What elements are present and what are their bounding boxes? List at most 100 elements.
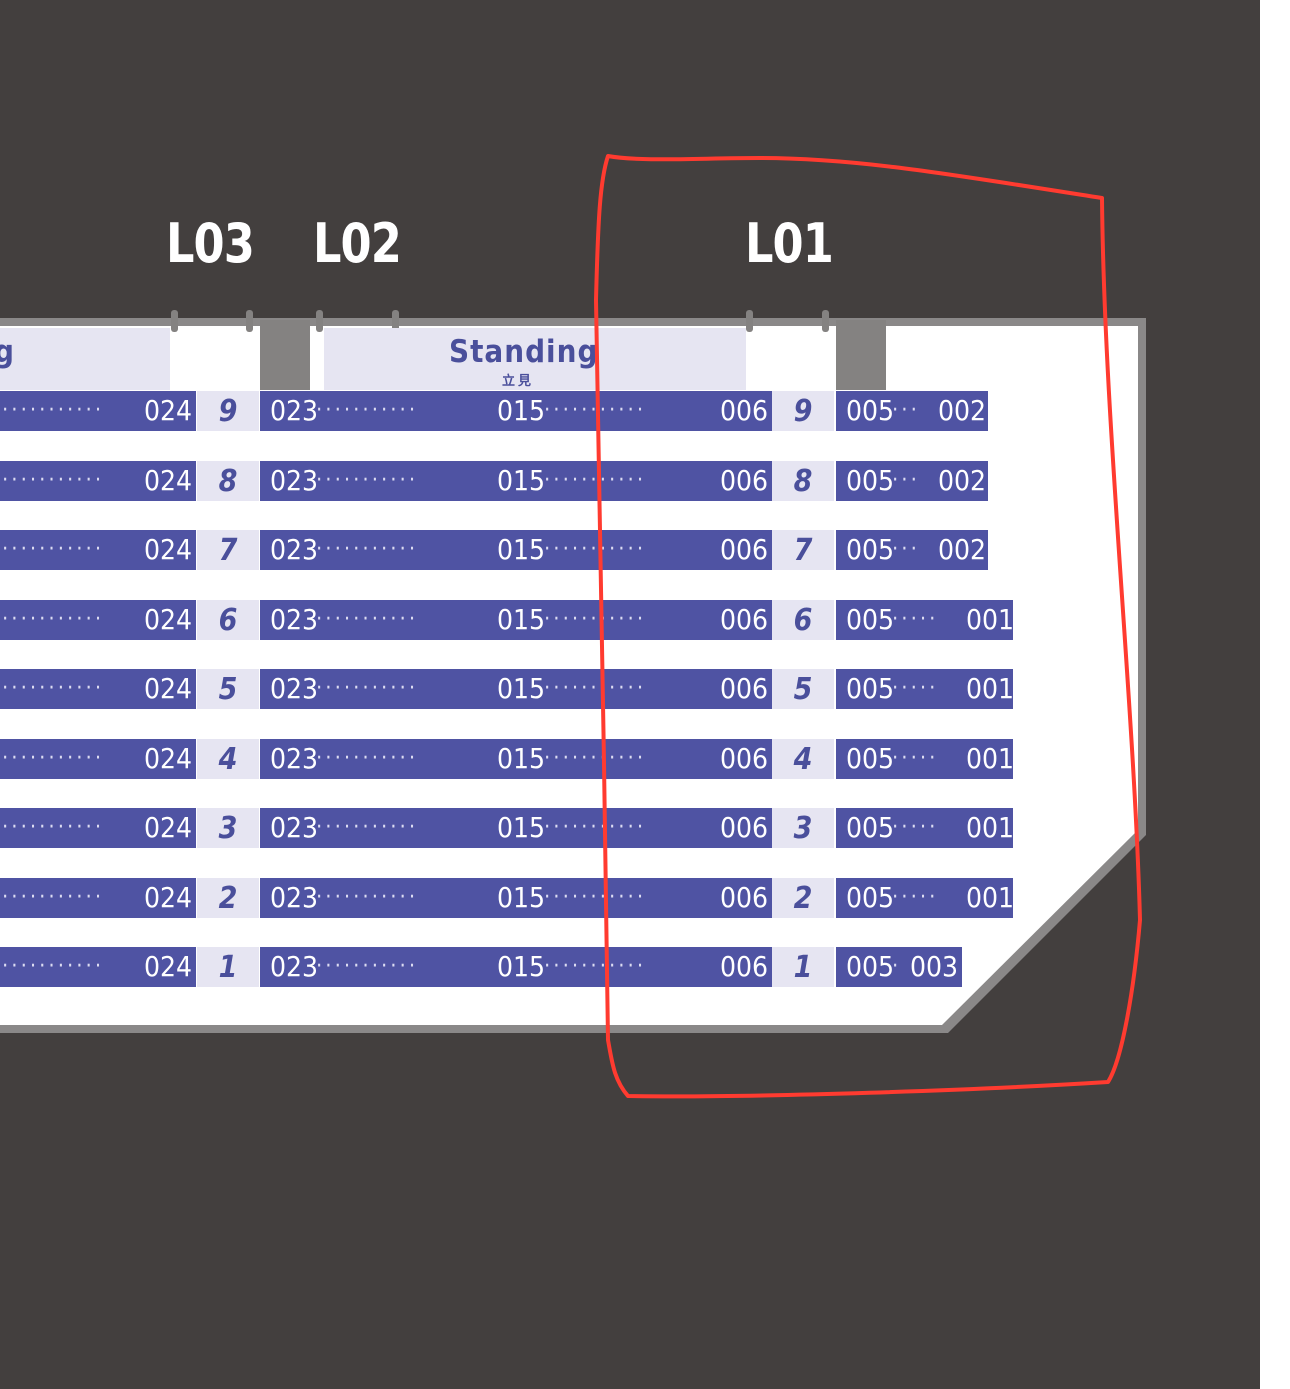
seat-dots: ··········· [316, 885, 419, 910]
seat-block-center: 023···········015···········006 [260, 530, 772, 570]
seat-dots: ····· [892, 676, 939, 701]
row-label: 1 [197, 947, 259, 987]
seat-dots: ··········· [2, 954, 105, 979]
seat-number: 002 [938, 464, 987, 497]
seat-dots: ··········· [2, 468, 105, 493]
seat-number: 024 [144, 672, 193, 705]
standing-label-jp: 立見 [502, 374, 535, 389]
seat-block-right: 005·····001 [836, 600, 1013, 640]
seat-block-left: ···········024 [0, 878, 196, 918]
seat-number: 015 [497, 811, 546, 844]
seat-block-center: 023···········015···········006 [260, 391, 772, 431]
row-label: 7 [197, 530, 259, 570]
seat-dots: ··········· [2, 537, 105, 562]
seat-block-right: 005·····001 [836, 739, 1013, 779]
seat-dots: ··········· [544, 885, 647, 910]
seat-block-right: 005···002 [836, 530, 988, 570]
seat-block-left: ··········· 024 [0, 461, 196, 501]
row-label: 8 [772, 461, 834, 501]
seat-dots: ····· [892, 607, 939, 632]
seat-number: 005 [846, 950, 895, 983]
gate-tick [746, 310, 753, 332]
seat-dots: ··········· [2, 607, 105, 632]
row-label: 4 [197, 739, 259, 779]
gate-label-l02: L02 [313, 212, 402, 275]
seat-block-left: ···········024 [0, 739, 196, 779]
seat-dots: ··········· [316, 954, 419, 979]
row-label: 3 [772, 808, 834, 848]
seat-dots: ··········· [544, 746, 647, 771]
seat-dots: ····· [892, 885, 939, 910]
seat-number: 001 [966, 881, 1013, 914]
seat-number: 006 [720, 533, 769, 566]
seat-block-right: 005···002 [836, 391, 988, 431]
seat-number: 002 [938, 394, 987, 427]
seat-dots: ····· [892, 746, 939, 771]
seat-number: 006 [720, 742, 769, 775]
seat-dots: ··········· [544, 954, 647, 979]
seat-number: 005 [846, 811, 895, 844]
row-label: 6 [772, 600, 834, 640]
gate-label-l01: L01 [745, 212, 834, 275]
seat-block-left: ···········024 [0, 808, 196, 848]
gate-tick [171, 310, 178, 332]
seat-number: 005 [846, 742, 895, 775]
seat-number: 005 [846, 672, 895, 705]
seat-block-right: 005····· 001 [836, 669, 1013, 709]
seat-number: 023 [270, 950, 319, 983]
seat-number: 023 [270, 533, 319, 566]
seat-block-right: 005····· 001 [836, 878, 1013, 918]
seat-number: 024 [144, 533, 193, 566]
seat-block-left: ··········· 024 [0, 530, 196, 570]
row-label: 6 [197, 600, 259, 640]
seat-number: 024 [144, 603, 193, 636]
seat-block-right: 005·····001 [836, 808, 1013, 848]
standing-area-center: Standing 立見 [324, 328, 746, 390]
row-label: 5 [197, 669, 259, 709]
seat-dots: ··········· [2, 815, 105, 840]
gate-label-l03: L03 [166, 212, 255, 275]
seat-number: 005 [846, 533, 895, 566]
aisle-block [260, 320, 310, 390]
seat-dots: ··········· [316, 398, 419, 423]
seat-dots: ··········· [316, 537, 419, 562]
seat-dots: ··········· [2, 676, 105, 701]
row-label: 9 [772, 391, 834, 431]
seat-number: 023 [270, 603, 319, 636]
seat-number: 003 [910, 950, 959, 983]
seat-number: 023 [270, 672, 319, 705]
seat-dots: ··········· [316, 815, 419, 840]
seat-number: 015 [497, 603, 546, 636]
seat-number: 024 [144, 394, 193, 427]
seat-block-left: ···········024 [0, 947, 196, 987]
row-label: 5 [772, 669, 834, 709]
standing-area-left: g [0, 328, 170, 390]
seat-number: 002 [938, 533, 987, 566]
seat-number: 015 [497, 394, 546, 427]
gate-tick [246, 310, 253, 332]
seat-dots: ··········· [316, 607, 419, 632]
seat-dots: · [892, 954, 902, 979]
row-label: 8 [197, 461, 259, 501]
standing-label-partial: g [0, 334, 15, 370]
seat-number: 001 [966, 672, 1013, 705]
seat-number: 006 [720, 464, 769, 497]
seat-number: 006 [720, 603, 769, 636]
row-label: 9 [197, 391, 259, 431]
row-label: 1 [772, 947, 834, 987]
seat-dots: ··········· [544, 607, 647, 632]
seat-number: 006 [720, 950, 769, 983]
seat-number: 024 [144, 464, 193, 497]
seat-number: 006 [720, 811, 769, 844]
seat-number: 015 [497, 464, 546, 497]
seat-dots: ··········· [316, 676, 419, 701]
seat-number: 001 [966, 811, 1013, 844]
seat-number: 005 [846, 881, 895, 914]
seat-dots: ··········· [544, 537, 647, 562]
seat-block-right: 005· 003 [836, 947, 962, 987]
seat-dots: ··········· [2, 885, 105, 910]
seat-number: 005 [846, 603, 895, 636]
seat-block-center: 023···········015···········006 [260, 878, 772, 918]
seat-number: 015 [497, 881, 546, 914]
seat-dots: ··· [892, 398, 920, 423]
